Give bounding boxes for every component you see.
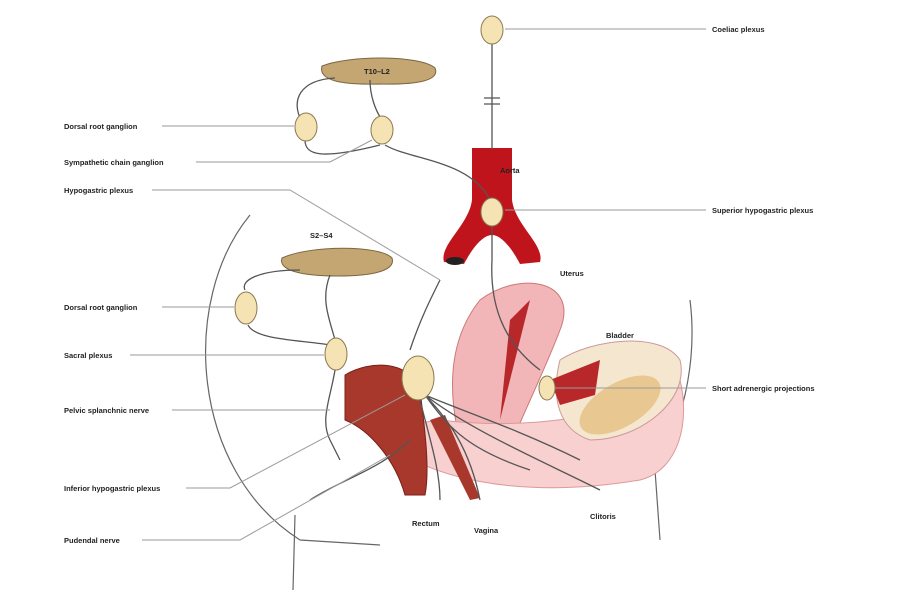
bladder-muscle — [550, 360, 600, 405]
label-coeliac-plexus: Coeliac plexus — [712, 25, 765, 34]
label-bladder: Bladder — [606, 331, 634, 340]
leg-outline — [292, 514, 296, 591]
label-superior-hypogastric-plexus: Superior hypogastric plexus — [712, 206, 813, 215]
label-aorta: Aorta — [500, 166, 520, 175]
label-clitoris: Clitoris — [590, 512, 616, 521]
body-outline — [205, 214, 381, 546]
aorta-opening — [446, 257, 464, 265]
aorta-gap-marks — [484, 97, 500, 105]
short-adrenergic-ganglion — [538, 375, 556, 401]
label-sacral-plexus: Sacral plexus — [64, 351, 112, 360]
label-t10-l2: T10–L2 — [364, 67, 390, 76]
nerves — [243, 35, 601, 501]
vagina — [430, 415, 480, 500]
label-pudendal-nerve: Pudendal nerve — [64, 536, 120, 545]
superior-hypogastric-ganglion — [480, 197, 504, 227]
label-rectum: Rectum — [412, 519, 440, 528]
sacral-plexus-ganglion — [324, 337, 348, 371]
spinal-cord-t10-l2 — [321, 57, 437, 85]
label-dorsal-root-ganglion-lower: Dorsal root ganglion — [64, 303, 138, 312]
dorsal-root-ganglion-upper — [294, 112, 318, 142]
dorsal-root-ganglion-lower — [234, 291, 258, 325]
label-sympathetic-chain-ganglion: Sympathetic chain ganglion — [64, 158, 164, 167]
uterus-cavity — [500, 300, 530, 420]
inferior-hypogastric-ganglion — [401, 355, 435, 401]
label-uterus: Uterus — [560, 269, 584, 278]
label-short-adrenergic-projections: Short adrenergic projections — [712, 384, 815, 393]
bladder-fat — [579, 375, 661, 435]
label-vagina: Vagina — [474, 526, 499, 535]
spinal-cord-s2-s4 — [281, 247, 393, 277]
label-inferior-hypogastric-plexus: Inferior hypogastric plexus — [64, 484, 160, 493]
sympathetic-chain-ganglion — [370, 115, 394, 145]
label-dorsal-root-ganglion-upper: Dorsal root ganglion — [64, 122, 138, 131]
leader-lines — [130, 28, 706, 541]
label-s2-s4: S2–S4 — [310, 231, 333, 240]
label-hypogastric-plexus: Hypogastric plexus — [64, 186, 133, 195]
coeliac-plexus-ganglion — [480, 15, 504, 45]
rectum — [344, 364, 428, 496]
label-pelvic-splanchnic-nerve: Pelvic splanchnic nerve — [64, 406, 149, 415]
